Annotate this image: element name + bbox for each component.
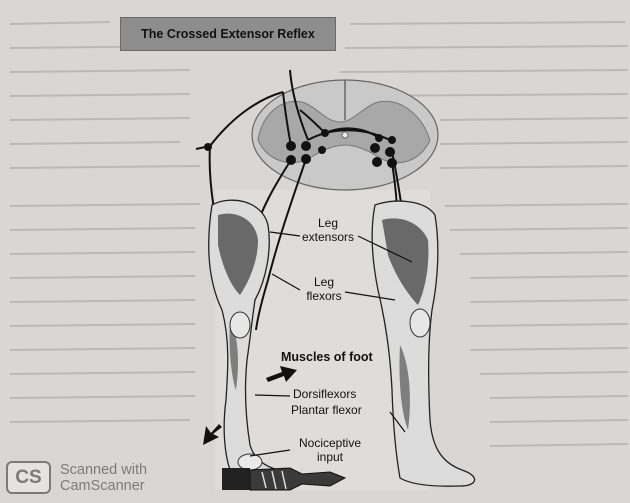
right-leg-extended (372, 201, 474, 486)
nociceptive-stimulus-tack (222, 468, 345, 490)
movement-arrows (203, 366, 297, 445)
diagram-title: The Crossed Extensor Reflex (120, 17, 336, 51)
label-plantar-flexor: Plantar flexor (291, 403, 391, 417)
camscanner-logo: CS (6, 461, 51, 494)
left-heel (238, 454, 262, 470)
label-muscles-of-foot: Muscles of foot (281, 350, 401, 364)
watermark-line-2: CamScanner (60, 478, 147, 494)
label-dorsiflexors: Dorsiflexors (293, 387, 383, 401)
label-leg-extensors: Leg extensors (296, 216, 360, 244)
label-leg-flexors: Leg flexors (300, 275, 348, 303)
camscanner-text: Scanned with CamScanner (60, 462, 147, 494)
right-knee (410, 309, 430, 337)
watermark-line-1: Scanned with (60, 462, 147, 478)
left-leg-flexed (209, 200, 298, 482)
sensory-ganglion (204, 143, 212, 151)
camscanner-watermark: CS Scanned with CamScanner (6, 461, 147, 494)
label-nociceptive-input: Nociceptive input (290, 436, 370, 464)
spinal-cord-section (252, 80, 438, 190)
arrow-icon (203, 424, 222, 445)
arrow-icon (266, 366, 297, 382)
left-knee (230, 312, 250, 338)
